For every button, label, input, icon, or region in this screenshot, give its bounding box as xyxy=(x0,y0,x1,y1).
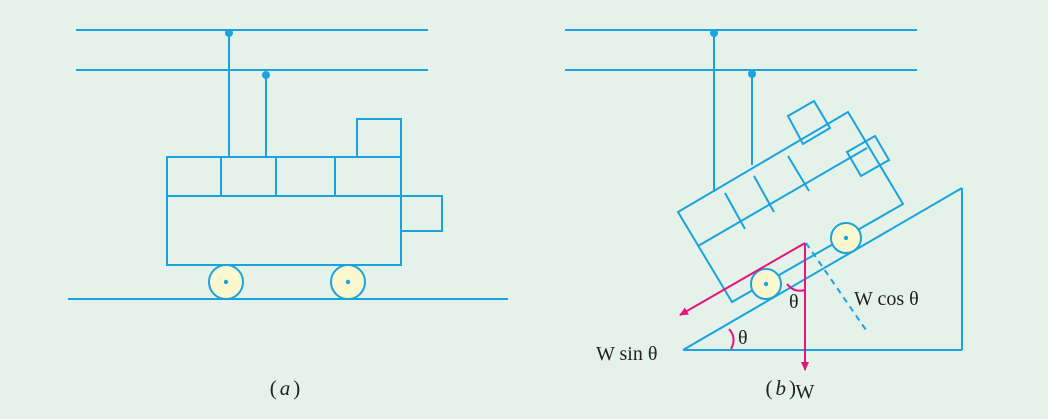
wheel-lower-axle xyxy=(763,281,769,287)
panel-b: W sin θ W cos θ W θ θ (b) xyxy=(565,29,963,403)
trolley-contact-1 xyxy=(225,29,233,37)
trolley-contact-1 xyxy=(710,29,718,37)
wheel-right-axle xyxy=(345,279,351,285)
tram-bumper xyxy=(400,195,443,232)
tram-window-bottom xyxy=(697,147,868,247)
wheel-right xyxy=(330,264,366,300)
tram-window-divider xyxy=(724,192,746,230)
tram-window-divider xyxy=(753,175,775,213)
label-w: W xyxy=(796,381,815,403)
wheel-left-axle xyxy=(223,279,229,285)
trolley-contact-2 xyxy=(262,71,270,79)
label-theta-vertical: θ xyxy=(789,291,799,313)
panel-a: (a) xyxy=(68,29,508,400)
caption-a: (a) xyxy=(270,376,301,400)
tram-cabin xyxy=(786,99,832,146)
tram-cabin xyxy=(356,118,402,158)
w-cos-dashed-line xyxy=(805,242,867,331)
label-theta-incline: θ xyxy=(738,327,748,349)
tram-body-outline xyxy=(676,110,905,304)
wheel-upper-axle xyxy=(843,235,849,241)
tram-bumper xyxy=(845,134,891,178)
incline-slope xyxy=(682,187,963,351)
caption-b: (b) xyxy=(766,376,797,400)
label-w-sin-theta: W sin θ xyxy=(596,343,657,365)
wheel-lower xyxy=(750,268,782,300)
tilted-tram-body xyxy=(676,99,905,304)
tram-window-divider xyxy=(787,155,810,192)
tram-body xyxy=(166,118,443,266)
theta-arc-incline xyxy=(728,328,735,350)
wheel-left xyxy=(208,264,244,300)
tram-body-outline xyxy=(166,156,402,266)
trolley-contact-2 xyxy=(748,70,756,78)
label-w-cos-theta: W cos θ xyxy=(854,288,919,310)
w-sin-arrow xyxy=(679,242,806,316)
theta-arc-vertical xyxy=(786,283,806,292)
wheel-upper xyxy=(830,222,862,254)
